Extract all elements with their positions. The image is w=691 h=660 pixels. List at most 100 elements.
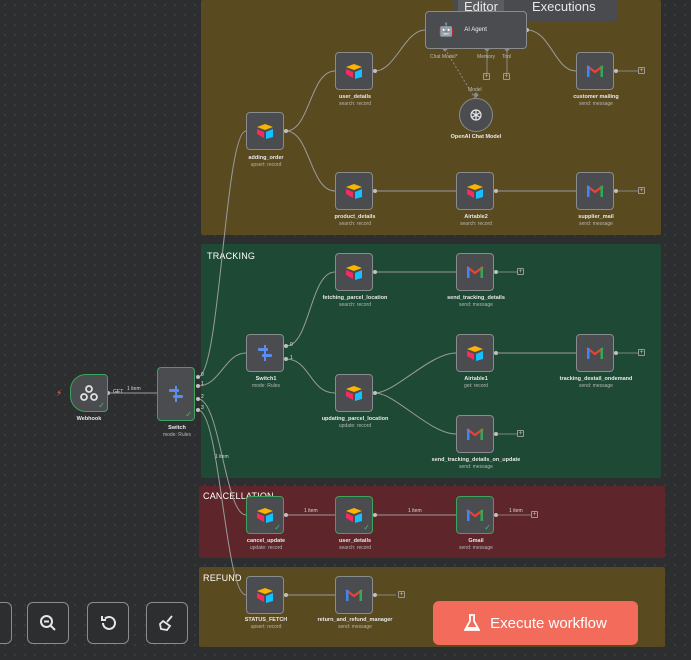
gmail-icon xyxy=(466,509,484,521)
node-tracking-destail-ondemand[interactable] xyxy=(576,334,614,372)
zoom-out-button[interactable] xyxy=(27,602,69,644)
sticky-title-tracking: TRACKING xyxy=(207,251,256,261)
airtable-icon xyxy=(346,508,362,523)
node-user-details-cancel[interactable]: ✓ xyxy=(335,496,373,534)
port-model: Model xyxy=(468,87,482,93)
node-openai-chat-model[interactable] xyxy=(459,98,493,132)
execute-workflow-label: Execute workflow xyxy=(490,614,607,632)
node-send-tracking-on-update[interactable] xyxy=(456,415,494,453)
airtable-icon xyxy=(346,64,362,79)
add-node-plus-icon[interactable]: + xyxy=(517,430,524,437)
node-return-refund-manager[interactable] xyxy=(335,576,373,614)
node-supplier-mail[interactable] xyxy=(576,172,614,210)
sticky-title-cancellation: CANCELLATION xyxy=(203,491,274,501)
edge-label-user-details: 1 item xyxy=(408,508,422,514)
label-ai-agent: AI Agent xyxy=(464,27,487,33)
port-switch1-0: 0 xyxy=(290,342,293,348)
reset-zoom-button[interactable] xyxy=(87,602,129,644)
switch-icon xyxy=(169,386,183,402)
node-webhook[interactable]: ✓ xyxy=(70,374,108,412)
broom-icon xyxy=(159,615,173,631)
node-cancel-update[interactable]: ✓ xyxy=(246,496,284,534)
success-check-icon: ✓ xyxy=(363,523,370,532)
node-airtable1[interactable] xyxy=(456,334,494,372)
airtable-icon xyxy=(346,386,362,401)
label-webhook: Webhook xyxy=(76,416,102,422)
edge-label-switch-2: 1 item xyxy=(215,454,229,460)
label-openai: OpenAI Chat Model xyxy=(450,134,502,140)
node-switch1[interactable] xyxy=(246,334,284,372)
zoom-to-fit-button[interactable] xyxy=(0,602,12,644)
add-tool-plus-icon[interactable]: + xyxy=(503,73,510,80)
add-node-plus-icon[interactable]: + xyxy=(638,187,645,194)
airtable-icon xyxy=(467,184,483,199)
tidy-up-button[interactable] xyxy=(146,602,188,644)
node-airtable2[interactable] xyxy=(456,172,494,210)
node-send-tracking-details[interactable] xyxy=(456,253,494,291)
airtable-icon xyxy=(257,508,273,523)
gmail-icon xyxy=(586,65,604,77)
port-switch-2: 2 xyxy=(201,394,204,400)
node-product-details[interactable] xyxy=(335,172,373,210)
add-node-plus-icon[interactable]: + xyxy=(638,67,645,74)
airtable-icon xyxy=(257,124,273,139)
sticky-title-refund: REFUND xyxy=(203,573,242,583)
success-check-icon: ✓ xyxy=(185,410,192,419)
airtable-icon xyxy=(467,346,483,361)
tab-executions[interactable]: Executions xyxy=(532,0,596,14)
add-node-plus-icon[interactable]: + xyxy=(517,268,524,275)
add-memory-plus-icon[interactable]: + xyxy=(483,73,490,80)
execute-workflow-button[interactable]: Execute workflow xyxy=(433,601,638,645)
port-memory: Memory xyxy=(477,54,496,60)
flask-icon xyxy=(464,614,481,631)
port-switch-1: 1 xyxy=(201,381,204,387)
undo-icon xyxy=(101,615,116,630)
zoom-out-icon xyxy=(40,615,56,631)
port-switch1-1: 1 xyxy=(290,355,293,361)
node-gmail[interactable]: ✓ xyxy=(456,496,494,534)
add-node-plus-icon[interactable]: + xyxy=(531,511,538,518)
port-chat-model: Chat Model* xyxy=(430,54,458,60)
node-customer-mailing[interactable] xyxy=(576,52,614,90)
add-node-plus-icon[interactable]: + xyxy=(638,349,645,356)
success-check-icon: ✓ xyxy=(274,523,281,532)
airtable-icon xyxy=(346,265,362,280)
node-ai-agent[interactable]: 🤖 AI Agent xyxy=(425,11,527,49)
node-adding-order[interactable] xyxy=(246,112,284,150)
edge-label-webhook: 1 item xyxy=(127,386,141,392)
success-check-icon: ✓ xyxy=(98,401,105,410)
openai-icon xyxy=(470,109,482,121)
node-switch[interactable]: ✓ xyxy=(157,367,195,421)
airtable-icon xyxy=(346,184,362,199)
add-node-plus-icon[interactable]: + xyxy=(398,591,405,598)
port-switch-0: 0 xyxy=(201,372,204,378)
trigger-bolt-icon: ⚡ xyxy=(56,388,63,398)
node-status-fetch[interactable] xyxy=(246,576,284,614)
robot-icon: 🤖 xyxy=(438,22,455,37)
node-user-details-top[interactable] xyxy=(335,52,373,90)
gmail-icon xyxy=(466,266,484,278)
success-check-icon: ✓ xyxy=(484,523,491,532)
node-fetching-parcel-location[interactable] xyxy=(335,253,373,291)
node-updating-parcel-location[interactable] xyxy=(335,374,373,412)
port-switch-3: 3 xyxy=(201,405,204,411)
gmail-icon xyxy=(586,185,604,197)
switch-icon xyxy=(258,345,272,361)
